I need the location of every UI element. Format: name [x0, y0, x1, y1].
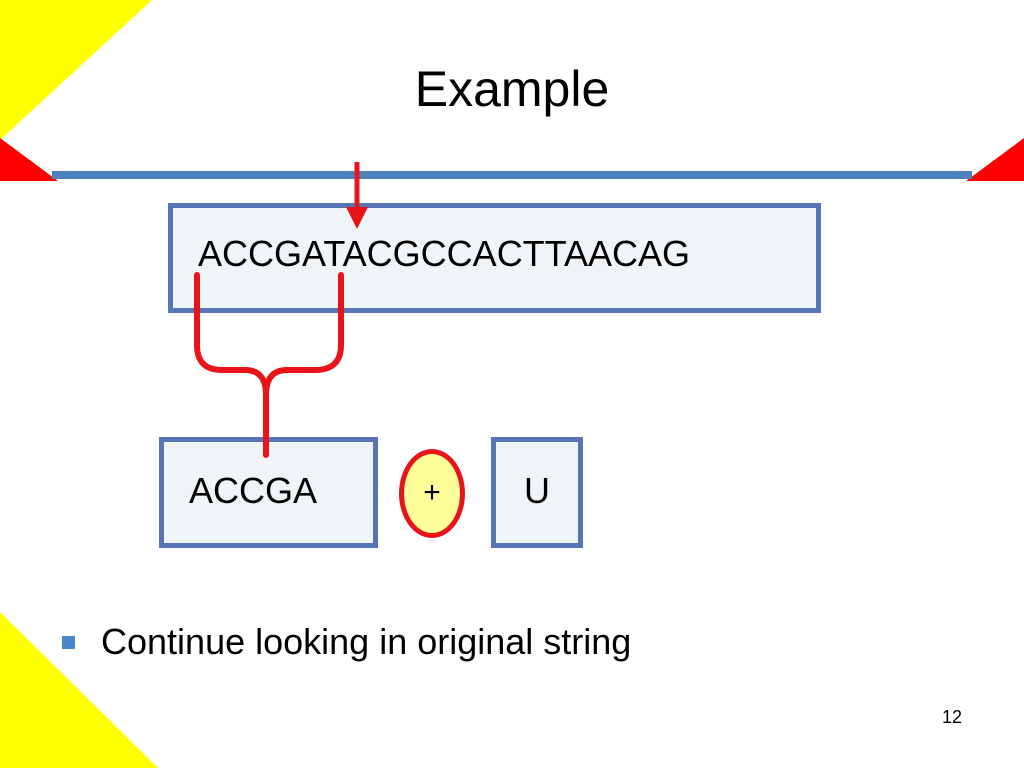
bottom-left-yellow-triangle	[0, 612, 158, 768]
bullet-text: Continue looking in original string	[101, 621, 632, 662]
square-bullet-icon	[62, 635, 75, 649]
top-left-yellow-triangle	[0, 0, 152, 140]
title-divider-line	[52, 171, 972, 179]
left-red-marker	[0, 138, 58, 181]
plus-operator: +	[423, 476, 441, 509]
slide-title: Example	[414, 61, 610, 117]
next-char-text: U	[524, 470, 550, 511]
prefix-text: ACCGA	[189, 470, 318, 511]
bullet-item: Continue looking in original string	[62, 624, 631, 660]
plus-oval	[399, 449, 465, 538]
sequence-text: ACCGATACGCCACTTAACAG	[198, 233, 691, 274]
page-number: 12	[941, 707, 962, 727]
right-red-marker	[966, 138, 1024, 181]
next-char-box	[491, 437, 583, 548]
